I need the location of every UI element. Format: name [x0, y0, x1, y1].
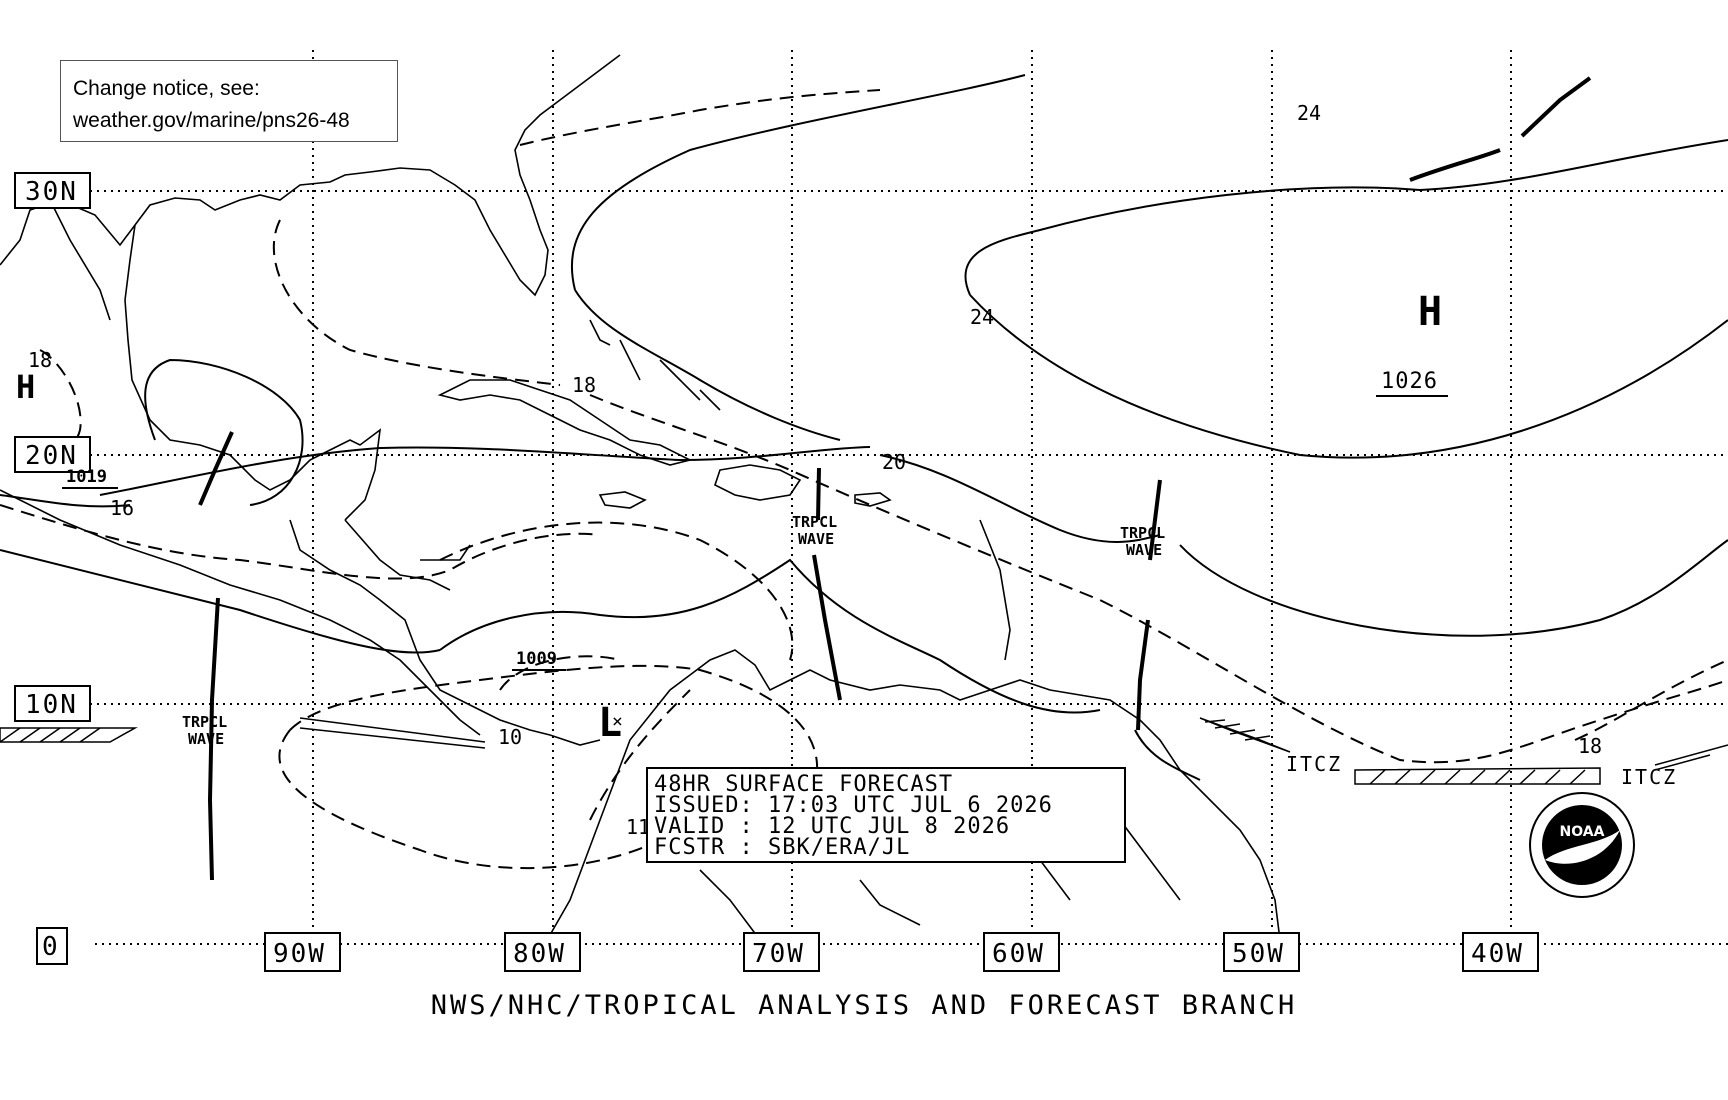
itcz-label-1: ITCZ: [1286, 752, 1342, 776]
low-caribbean-symbol: L: [598, 700, 622, 746]
isobars-dashed: [0, 89, 1728, 870]
change-notice: Change notice, see: weather.gov/marine/p…: [60, 60, 398, 142]
isobars-solid: [0, 74, 1728, 781]
wave-label-1-line2: WAVE: [188, 730, 224, 748]
noaa-logo-text: NOAA: [1560, 824, 1605, 840]
high-mexico-value: 1019: [66, 467, 107, 487]
forecast-title: 48HR SURFACE FORECAST: [654, 772, 954, 797]
tropical-wave-labels: TRPCL WAVE TRPCL WAVE TRPCL WAVE: [182, 513, 1165, 748]
lon-label-60w: 60W: [992, 939, 1045, 969]
lon-label-80w: 80W: [513, 939, 566, 969]
change-notice-link[interactable]: weather.gov/marine/pns26-48: [73, 109, 350, 132]
isobar-label-24-top: 24: [1297, 101, 1321, 125]
isobar-label-18-mexico: 18: [28, 348, 52, 372]
isobar-label-24-mid: 24: [970, 305, 994, 329]
longitude-labels: 90W 80W 70W 60W 50W 40W: [264, 932, 1539, 972]
isobar-label-18-gulf: 18: [572, 373, 596, 397]
wave-label-3-line2: WAVE: [1126, 541, 1162, 559]
lat-label-10n: 10N: [25, 690, 78, 720]
isobar-label-16: 16: [110, 496, 134, 520]
isobar-labels: 24 24 20 18 18 18 16 10 11: [28, 101, 1602, 839]
wave-label-2-line2: WAVE: [798, 530, 834, 548]
svg-text:×: ×: [612, 711, 623, 732]
lon-label-40w: 40W: [1471, 939, 1524, 969]
noaa-logo: NOAA: [1529, 792, 1635, 898]
lat-label-30n: 30N: [25, 177, 78, 207]
isobar-label-20: 20: [882, 450, 906, 474]
lon-label-90w: 90W: [273, 939, 326, 969]
isobar-label-10: 10: [498, 725, 522, 749]
forecast-info-box: 48HR SURFACE FORECAST ISSUED: 17:03 UTC …: [646, 767, 1126, 863]
itcz-label-2: ITCZ: [1621, 765, 1677, 789]
forecast-valid: VALID : 12 UTC JUL 8 2026: [654, 814, 1011, 839]
pressure-centers: H 1026 H 1019 L 1009 ×: [16, 289, 1448, 746]
footer-credit: NWS/NHC/TROPICAL ANALYSIS AND FORECAST B…: [430, 990, 1298, 1021]
lat-label-20n: 20N: [25, 441, 78, 471]
latitude-labels: 30N 20N 10N 0: [14, 172, 91, 965]
high-atlantic-value: 1026: [1381, 369, 1438, 394]
coastlines: [0, 54, 1281, 941]
itcz-labels: ITCZ ITCZ: [1286, 752, 1677, 789]
isobar-label-18-east: 18: [1578, 734, 1602, 758]
tropical-waves: [198, 76, 1592, 881]
high-mexico-symbol: H: [16, 368, 35, 406]
forecast-forecasters: FCSTR : SBK/ERA/JL: [654, 835, 911, 860]
lon-label-70w: 70W: [752, 939, 805, 969]
change-notice-line1: Change notice, see:: [73, 77, 260, 100]
lat-label-0: 0: [42, 932, 60, 962]
lat-lon-grid: [90, 50, 1728, 945]
wave-label-1-line1: TRPCL: [182, 713, 227, 731]
lon-label-50w: 50W: [1232, 939, 1285, 969]
forecast-issued: ISSUED: 17:03 UTC JUL 6 2026: [654, 793, 1053, 818]
high-atlantic-symbol: H: [1418, 289, 1442, 335]
itcz-bands: [0, 717, 1728, 785]
wave-label-2-line1: TRPCL: [792, 513, 837, 531]
low-caribbean-value: 1009: [516, 649, 557, 669]
wave-label-3-line1: TRPCL: [1120, 524, 1165, 542]
